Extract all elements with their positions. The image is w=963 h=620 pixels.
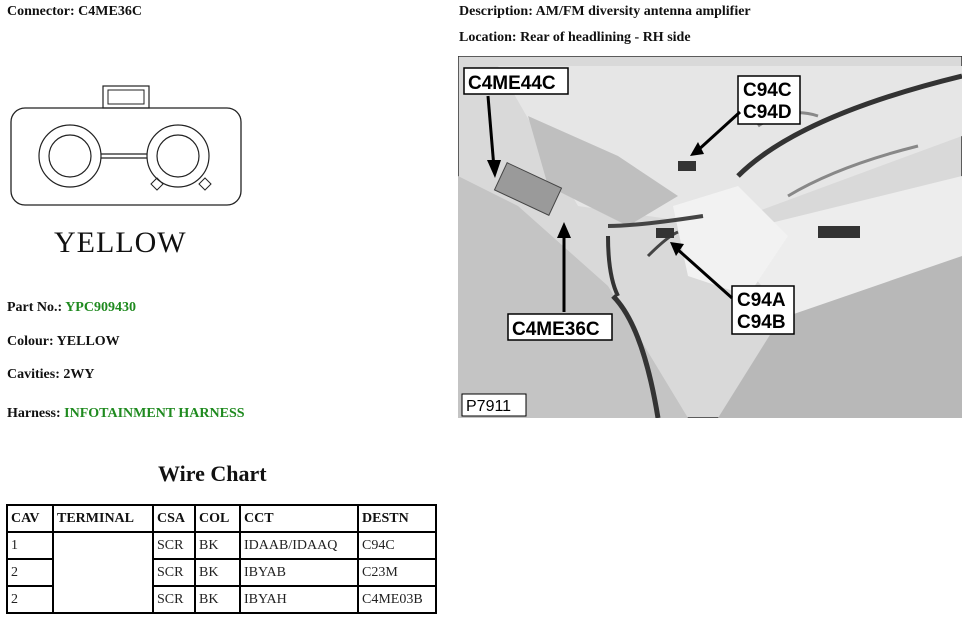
callout-c94a: C94A (737, 290, 786, 311)
connector-face-diagram: YELLOW (10, 85, 242, 259)
cell-cav: 2 (6, 558, 54, 587)
cavities: Cavities: 2WY (7, 367, 95, 383)
harness: Harness: INFOTAINMENT HARNESS (7, 406, 245, 422)
cell-terminal (52, 531, 154, 614)
cell-cct: IDAAB/IDAAQ (239, 531, 359, 560)
header-csa: CSA (152, 504, 196, 533)
location-photo: C4ME44C C94C C94D C4ME36C C94A C94B P791… (458, 56, 962, 418)
photo-ref: P7911 (466, 398, 511, 415)
cavities-label: Cavities: (7, 367, 60, 382)
photo-ref-box: P7911 (461, 393, 527, 417)
cell-col: BK (194, 585, 241, 614)
header-col: COL (194, 504, 241, 533)
part-number: Part No.: YPC909430 (7, 300, 136, 316)
callout-box-c94a-c94b: C94A C94B (731, 285, 795, 335)
table-row: 1 SCR BK IDAAB/IDAAQ C94C (6, 531, 437, 614)
cell-destn: C94C (357, 531, 437, 560)
connector-color-text: YELLOW (54, 226, 187, 259)
colour-value: YELLOW (56, 334, 120, 349)
header-cav: CAV (6, 504, 54, 533)
cell-csa: SCR (152, 585, 196, 614)
location-label: Location: (459, 30, 517, 45)
harness-value[interactable]: INFOTAINMENT HARNESS (64, 406, 245, 421)
callout-c4me44c: C4ME44C (468, 73, 556, 94)
cell-destn: C4ME03B (357, 585, 437, 614)
cell-destn: C23M (357, 558, 437, 587)
colour: Colour: YELLOW (7, 334, 120, 350)
part-label: Part No.: (7, 300, 63, 315)
table-header-row: CAV TERMINAL CSA COL CCT DESTN (6, 504, 437, 533)
colour-label: Colour: (7, 334, 54, 349)
harness-label: Harness: (7, 406, 61, 421)
description-label: Description: (459, 4, 533, 19)
cell-cct: IBYAB (239, 558, 359, 587)
cavities-value: 2WY (63, 367, 95, 382)
cell-cct: IBYAH (239, 585, 359, 614)
header-cct: CCT (239, 504, 359, 533)
cell-col: BK (194, 531, 241, 560)
cell-csa: SCR (152, 558, 196, 587)
connector-value: C4ME36C (78, 4, 142, 19)
table-row: 2 SCR BK IBYAH C4ME03B (6, 585, 437, 614)
location-value: Rear of headlining - RH side (520, 30, 691, 45)
callout-box-c4me36c: C4ME36C (507, 313, 613, 341)
callout-c94b: C94B (737, 312, 786, 333)
description: Description: AM/FM diversity antenna amp… (459, 4, 751, 20)
header-terminal: TERMINAL (52, 504, 154, 533)
cell-cav: 1 (6, 531, 54, 560)
connector-title: Connector: C4ME36C (7, 4, 142, 20)
location: Location: Rear of headlining - RH side (459, 30, 691, 46)
callout-c94d: C94D (743, 102, 792, 123)
header-destn: DESTN (357, 504, 437, 533)
wire-chart-table: CAV TERMINAL CSA COL CCT DESTN 1 SCR BK … (6, 504, 437, 614)
callout-c4me36c: C4ME36C (512, 319, 600, 340)
connector-label: Connector: (7, 4, 75, 19)
part-value[interactable]: YPC909430 (65, 300, 136, 315)
wire-chart-title: Wire Chart (158, 461, 267, 486)
description-value: AM/FM diversity antenna amplifier (535, 4, 751, 19)
cell-cav: 2 (6, 585, 54, 614)
cell-csa: SCR (152, 531, 196, 560)
callout-box-c94c-c94d: C94C C94D (737, 75, 801, 125)
table-row: 2 SCR BK IBYAB C23M (6, 558, 437, 587)
cell-col: BK (194, 558, 241, 587)
callout-c94c: C94C (743, 80, 792, 101)
callout-box-c4me44c: C4ME44C (463, 67, 569, 95)
